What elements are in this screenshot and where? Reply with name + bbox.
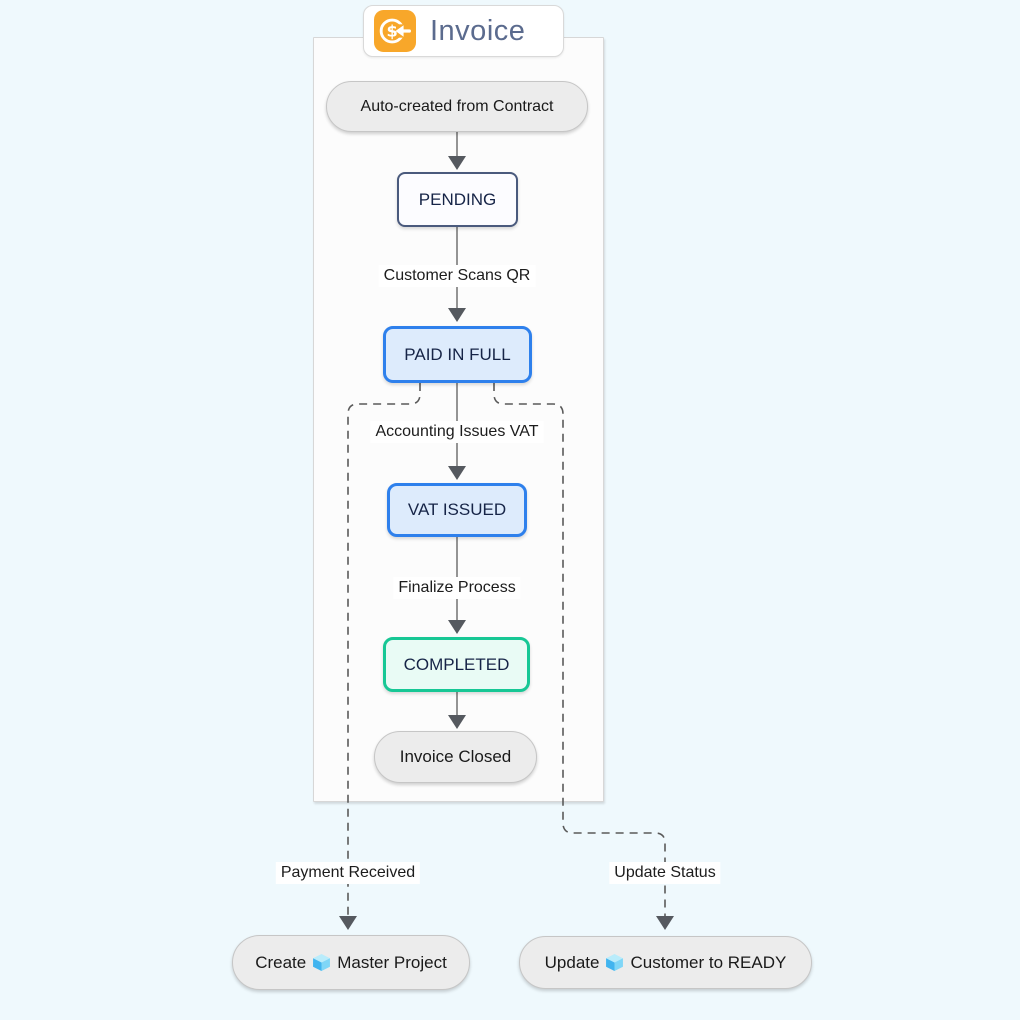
node-auto-created-from-contract: Auto-created from Contract bbox=[326, 81, 588, 132]
node-label: COMPLETED bbox=[403, 654, 510, 674]
node-update-customer-to-ready: Update Customer to READY bbox=[519, 936, 812, 989]
node-invoice-closed: Invoice Closed bbox=[374, 731, 537, 783]
node-label: Auto-created from Contract bbox=[360, 97, 554, 115]
node-label: Invoice Closed bbox=[399, 747, 512, 766]
money-received-icon: $ bbox=[374, 10, 416, 52]
node-label-prefix: Create bbox=[255, 952, 307, 972]
node-label: PENDING bbox=[418, 189, 497, 209]
node-label: PAID IN FULL bbox=[404, 344, 511, 364]
diagram-title-label: Invoice bbox=[430, 14, 526, 47]
node-paid-in-full-state: PAID IN FULL bbox=[383, 326, 532, 383]
node-pending-state: PENDING bbox=[397, 172, 518, 227]
edge-label-customer-scans-qr: Customer Scans QR bbox=[378, 265, 536, 287]
edge-label-finalize-process: Finalize Process bbox=[393, 577, 521, 599]
node-completed-state: COMPLETED bbox=[383, 637, 530, 692]
node-create-master-project: Create Master Project bbox=[232, 935, 470, 990]
node-vat-issued-state: VAT ISSUED bbox=[387, 483, 527, 537]
edge-label-accounting-issues-vat: Accounting Issues VAT bbox=[370, 421, 544, 443]
node-label-suffix: Master Project bbox=[337, 952, 447, 972]
ice-cube-icon bbox=[606, 954, 624, 971]
ice-cube-icon bbox=[313, 954, 331, 971]
node-label-suffix: Customer to READY bbox=[630, 952, 787, 972]
node-label: VAT ISSUED bbox=[407, 500, 507, 519]
svg-text:$: $ bbox=[386, 22, 397, 41]
edge-label-payment-received: Payment Received bbox=[275, 862, 421, 884]
diagram-title: $ Invoice bbox=[363, 5, 564, 57]
edge-label-update-status: Update Status bbox=[609, 862, 721, 884]
node-label-prefix: Update bbox=[544, 952, 600, 972]
